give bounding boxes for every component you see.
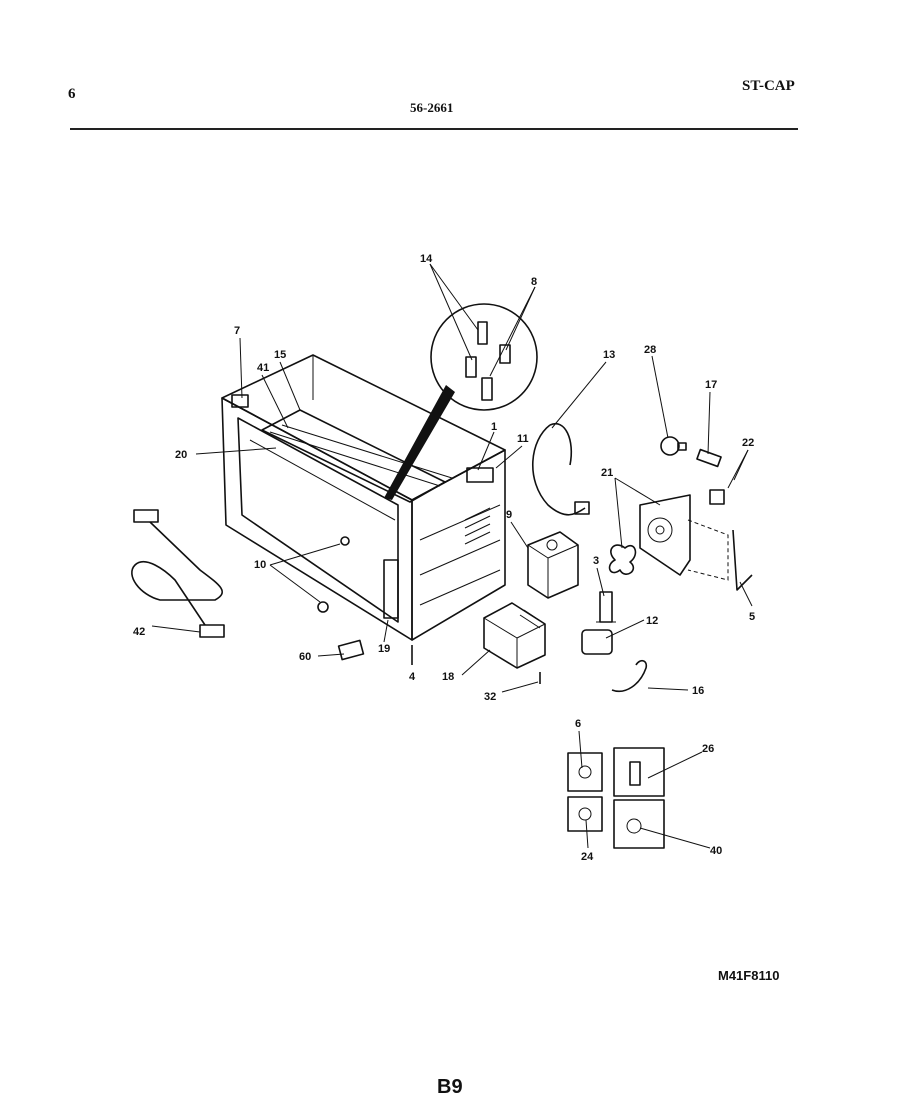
- rod: [732, 529, 753, 591]
- callout-9: 9: [506, 509, 512, 521]
- callout-12: 12: [646, 615, 658, 627]
- callout-22: 22: [742, 437, 754, 449]
- callout-32: 32: [484, 691, 496, 703]
- page-footer-label: B9: [437, 1076, 463, 1098]
- callout-labels: 14 8 7 15 41 13 28 17 22 20 1 11 21 9 10…: [133, 253, 755, 863]
- transformer: [483, 602, 546, 669]
- callout-10: 10: [254, 559, 266, 571]
- callout-5: 5: [749, 611, 755, 623]
- leader-lines: [151, 263, 753, 849]
- detail-magnifier: [384, 303, 538, 500]
- callout-26: 26: [702, 743, 714, 755]
- callout-41: 41: [257, 362, 269, 374]
- callout-60: 60: [299, 651, 311, 663]
- page-number: 6: [68, 86, 76, 102]
- callout-7: 7: [234, 325, 240, 337]
- callout-24: 24: [581, 851, 594, 863]
- diode: [611, 659, 648, 692]
- latch-part: [340, 536, 350, 546]
- callout-13: 13: [603, 349, 615, 361]
- latch-7: [231, 394, 249, 408]
- fan-motor-assembly: [608, 494, 729, 581]
- lamp-and-socket: [660, 436, 725, 505]
- callout-1: 1: [491, 421, 497, 433]
- callout-14: 14: [420, 253, 433, 265]
- diagram-code: M41F8110: [718, 968, 780, 983]
- callout-18: 18: [442, 671, 454, 683]
- callout-3: 3: [593, 555, 599, 567]
- callout-21: 21: [601, 467, 613, 479]
- grommet: [317, 601, 329, 613]
- callout-19: 19: [378, 643, 390, 655]
- callout-16: 16: [692, 685, 704, 697]
- power-cord: [532, 422, 590, 516]
- callout-8: 8: [531, 276, 537, 288]
- model-code: ST-CAP: [742, 78, 795, 94]
- callout-20: 20: [175, 449, 187, 461]
- callout-28: 28: [644, 344, 656, 356]
- document-code: 56-2661: [410, 100, 454, 115]
- capacitor: [581, 591, 616, 655]
- callout-11: 11: [517, 433, 529, 445]
- callout-15: 15: [274, 349, 286, 361]
- callout-6: 6: [575, 718, 581, 730]
- heater-element: [131, 509, 225, 638]
- part-inset-boxes: [567, 747, 665, 849]
- callout-4: 4: [409, 671, 416, 683]
- hinge-part: [337, 639, 365, 661]
- callout-42: 42: [133, 626, 145, 638]
- header-rule: [70, 128, 798, 130]
- magnetron: [527, 531, 579, 599]
- callout-17: 17: [705, 379, 717, 391]
- oven-cavity-frame: [221, 354, 506, 641]
- callout-40: 40: [710, 845, 722, 857]
